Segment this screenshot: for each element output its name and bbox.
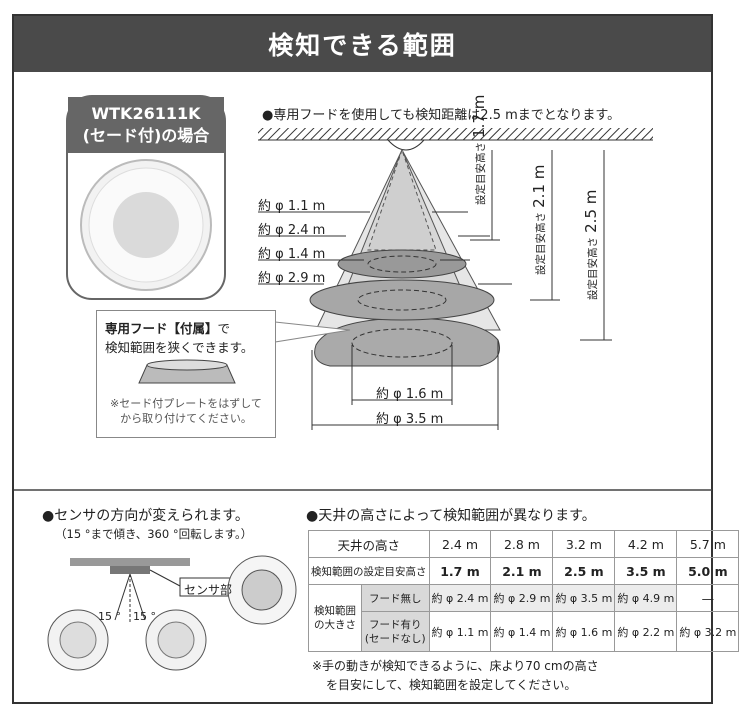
diameter-label-1: 約 φ 1.1 m [258, 199, 326, 214]
sensor-heading: ●センサの方向が変えられます。 [42, 508, 249, 524]
hood-callout: 専用フード【付属】で 検知範囲を狭くできます。 ※セード付プレートをはずして か… [96, 310, 276, 438]
hood-range-1-1m [367, 255, 437, 273]
diameter-label-3: 約 φ 1.4 m [258, 247, 326, 262]
table-row: フード有り(セードなし) 約 φ 1.1 m 約 φ 1.4 m 約 φ 1.6… [309, 611, 739, 652]
height-label-1-7: 設定目安高さ 1.7 m [470, 94, 488, 205]
callout-note-2: から取り付けてください。 [120, 412, 252, 425]
floor-2-4m [337, 249, 467, 279]
sensor-bump [386, 139, 426, 151]
distance-note: ●専用フードを使用しても検知距離は2.5 mまでとなります。 [262, 108, 621, 123]
angle-left: 15 ° [98, 610, 121, 623]
diameter-label-4: 約 φ 2.9 m [258, 271, 326, 286]
callout-note-1: ※セード付プレートをはずして [110, 397, 262, 410]
page-frame: 検知できる範囲 [12, 14, 713, 704]
callout-title: 専用フード【付属】 [105, 321, 218, 336]
inner-cone [367, 148, 437, 251]
hood-range-1-6m [351, 328, 453, 358]
header-label: 天井の高さ [308, 530, 430, 558]
floor-3-5m [314, 317, 500, 367]
range-table: 天井の高さ 2.4 m 2.8 m 3.2 m 4.2 m 5.7 m 検知範囲… [308, 530, 739, 652]
sensor-shade-illustration [80, 159, 212, 291]
page-title: 検知できる範囲 [14, 16, 711, 72]
table-row: 検知範囲の大きさ フード無し 約 φ 2.4 m 約 φ 2.9 m 約 φ 3… [308, 584, 739, 652]
diameter-label-2: 約 φ 2.4 m [258, 223, 326, 238]
badge-subtitle: (セード付)の場合 [82, 126, 210, 145]
table-row: 検知範囲の設定目安高さ 1.7 m 2.1 m 2.5 m 3.5 m 5.0 … [308, 557, 739, 585]
floor-2-9m [309, 279, 495, 321]
sensor-tilt-illustration [47, 555, 297, 671]
height-label-2-1: 設定目安高さ 2.1 m [530, 164, 548, 275]
badge-header: WTK26111K (セード付)の場合 [68, 97, 224, 153]
hood-range-1-4m [357, 289, 447, 311]
ceiling-hatch [258, 128, 653, 140]
sensor-sub: （15 °まで傾き、360 °回転します。） [55, 527, 253, 541]
diameter-label-1-6: 約 φ 1.6 m [376, 387, 444, 402]
model-badge: WTK26111K (セード付)の場合 [66, 95, 226, 300]
hood-illustration [138, 359, 236, 384]
sensor-part-label: センサ部 [184, 583, 233, 597]
table-heading: ●天井の高さによって検知範囲が異なります。 [306, 508, 596, 524]
table-footnote-2: を目安にして、検知範囲を設定してください。 [326, 678, 577, 692]
badge-model: WTK26111K [91, 104, 201, 123]
diameter-label-3-5: 約 φ 3.5 m [376, 412, 444, 427]
height-label-2-5: 設定目安高さ 2.5 m [582, 189, 600, 300]
table-row: 天井の高さ 2.4 m 2.8 m 3.2 m 4.2 m 5.7 m [308, 530, 739, 558]
angle-right: 15 ° [133, 610, 156, 623]
table-footnote-1: ※手の動きが検知できるように、床より70 cmの高さ [312, 659, 599, 673]
callout-desc: 検知範囲を狭くできます。 [105, 340, 254, 355]
